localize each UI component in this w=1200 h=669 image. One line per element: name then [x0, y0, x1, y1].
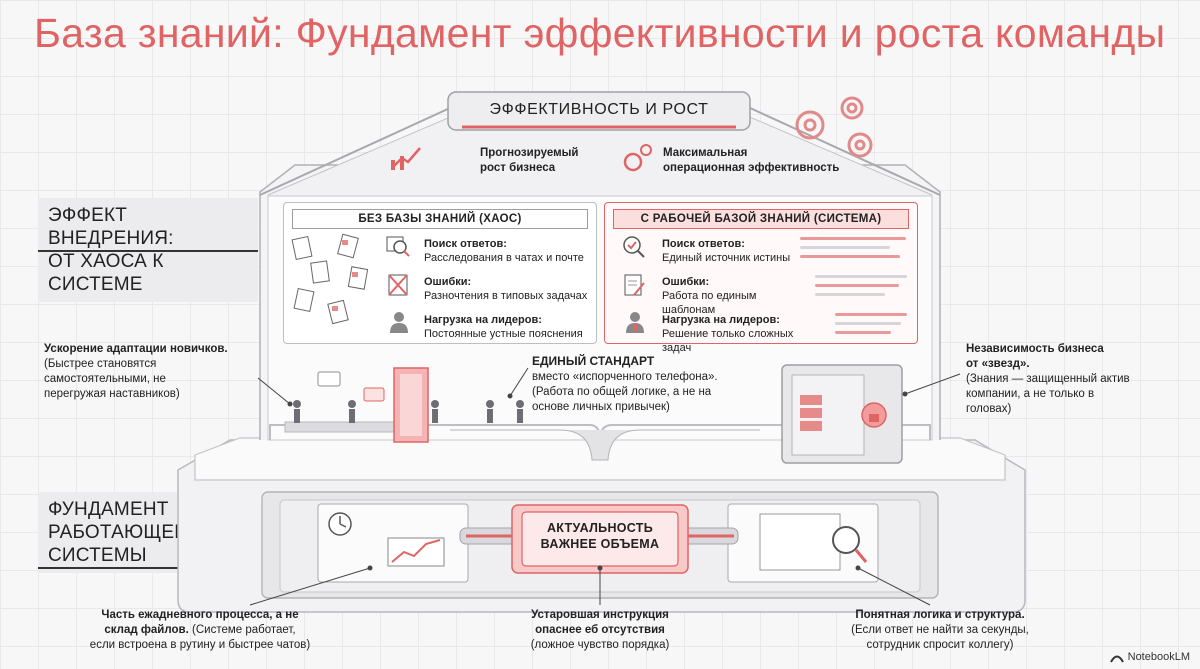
leader-person-icon: [624, 310, 646, 334]
system-item-text: Решение только сложных задач: [662, 328, 794, 354]
foundation-label: ФУНДАМЕНТ РАБОТАЮЩЕЙ СИСТЕМЫ: [38, 492, 188, 573]
onboarding-callout: Ускорение адаптации новичков. (Быстрее с…: [44, 342, 254, 402]
standard-callout: ЕДИНЫЙ СТАНДАРТ вместо «испорченного тел…: [532, 354, 762, 415]
chaos-item-title: Нагрузка на лидеров:: [424, 314, 542, 326]
chaos-panel-header: БЕЗ БАЗЫ ЗНАНИЙ (ХАОС): [292, 209, 588, 229]
system-panel: С РАБОЧЕЙ БАЗОЙ ЗНАНИЙ (СИСТЕМА): [604, 202, 918, 344]
independence-title: Независимость бизнеса от «звезд».: [966, 343, 1104, 370]
onboarding-title: Ускорение адаптации новичков.: [44, 343, 228, 355]
roof-label: ЭФФЕКТИВНОСТЬ И РОСТ: [489, 101, 709, 118]
chaos-item-search: Поиск ответов: Расследования в чатах и п…: [424, 237, 594, 265]
leader-person-icon: [388, 310, 410, 334]
outdated-title: Устаровшая инструкция опаснее еб отсутст…: [531, 609, 669, 636]
chaos-item-errors: Ошибки: Разночтения в типовых задачах: [424, 275, 594, 303]
brand-mark: NotebookLM: [1109, 651, 1190, 663]
chaos-item-text: Постоянные устные пояснения: [424, 328, 583, 340]
system-item-title: Ошибки:: [662, 276, 710, 288]
brand-label: NotebookLM: [1127, 651, 1190, 663]
notebooklm-logo-icon: [1109, 655, 1124, 663]
system-item-text: Работа по единым шаблонам: [662, 290, 757, 316]
roof-growth-text: Прогнозируемый рост бизнеса: [480, 147, 579, 174]
search-chat-icon: [386, 235, 410, 257]
standard-title: ЕДИНЫЙ СТАНДАРТ: [532, 354, 655, 368]
logic-text: (Если ответ не найти за секунды, сотрудн…: [851, 624, 1029, 651]
chaos-item-title: Ошибки:: [424, 276, 472, 288]
onboarding-text: (Быстрее становятся самостоятельными, не…: [44, 358, 180, 400]
chaos-item-text: Разночтения в типовых задачах: [424, 290, 588, 302]
independence-callout: Независимость бизнеса от «звезд». (Знани…: [966, 342, 1146, 417]
system-item-errors: Ошибки: Работа по единым шаблонам: [662, 275, 812, 317]
system-item-title: Нагрузка на лидеров:: [662, 314, 780, 326]
check-search-icon: [622, 235, 646, 259]
system-item-text: Единый источник истины: [662, 252, 791, 264]
system-item-load: Нагрузка на лидеров: Решение только слож…: [662, 313, 822, 355]
system-item-search: Поиск ответов: Единый источник истины: [662, 237, 812, 265]
chaos-item-title: Поиск ответов:: [424, 238, 507, 250]
chaos-item-load: Нагрузка на лидеров: Постоянные устные п…: [424, 313, 594, 341]
foundation-divider: [38, 567, 182, 569]
logic-title: Понятная логика и структура.: [855, 609, 1025, 621]
effect-divider: [38, 250, 258, 252]
core-label: АКТУАЛЬНОСТЬ ВАЖНЕЕ ОБЪЕМА: [540, 521, 660, 551]
outdated-text: (ложное чувство порядка): [530, 639, 670, 651]
template-document-icon: [622, 273, 646, 297]
system-panel-header: С РАБОЧЕЙ БАЗОЙ ЗНАНИЙ (СИСТЕМА): [613, 209, 909, 229]
logic-callout: Понятная логика и структура. (Если ответ…: [830, 608, 1050, 653]
roof-efficiency-text: Максимальная операционная эффективность: [663, 147, 840, 174]
scattered-papers-icon: [291, 233, 369, 325]
system-item-title: Поиск ответов:: [662, 238, 745, 250]
process-text: (Системе работает, если встроена в рутин…: [89, 624, 311, 651]
process-callout: Часть ежадневного процесса, а не склад ф…: [60, 608, 340, 653]
independence-text: (Знания — защищенный актив компании, а н…: [966, 373, 1130, 415]
standard-text: вместо «испорченного телефона». (Работа …: [532, 371, 718, 413]
page-title: База знаний: Фундамент эффективности и р…: [34, 10, 1166, 56]
error-document-icon: [386, 273, 410, 297]
process-title: Часть ежадневного процесса, а не склад ф…: [101, 609, 299, 636]
outdated-callout: Устаровшая инструкция опаснее еб отсутст…: [510, 608, 690, 653]
chaos-item-text: Расследования в чатах и почте: [424, 252, 584, 264]
